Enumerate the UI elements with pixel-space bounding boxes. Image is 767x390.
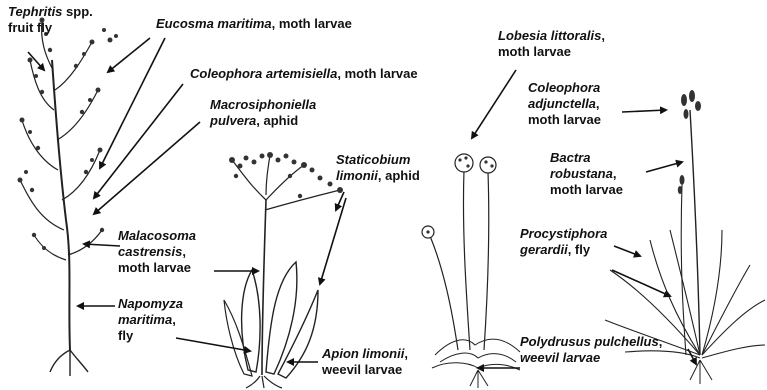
arrow-coleophora-art: [94, 84, 183, 198]
arrow-polydrusus-2: [688, 349, 696, 364]
label-malacosoma: Malacosoma castrensis, moth larvae: [118, 228, 196, 276]
label-apion: Apion limonii, weevil larvae: [322, 346, 408, 378]
label-lobesia: Lobesia littoralis, moth larvae: [498, 28, 605, 60]
arrow-procystiphora-1: [614, 246, 640, 256]
label-napomyza: Napomyza maritima, fly: [118, 296, 183, 344]
arrow-eucosma-1: [108, 38, 150, 72]
label-bactra: Bactra robustana, moth larvae: [550, 150, 623, 198]
label-tephritis: Tephritis spp. fruit fly: [8, 4, 93, 36]
label-eucosma: Eucosma maritima, moth larvae: [156, 16, 352, 32]
label-polydrusus: Polydrusus pulchellus, weevil larvae: [520, 334, 662, 366]
arrow-tephritis: [28, 52, 44, 70]
label-procystiphora: Procystiphora gerardii, fly: [520, 226, 607, 258]
arrow-macrosiphoniella: [94, 122, 200, 214]
arrow-bactra: [646, 162, 682, 172]
label-macrosiphoniella: Macrosiphoniella pulvera, aphid: [210, 97, 316, 129]
label-tephritis-species: Tephritis: [8, 4, 62, 19]
arrow-staticobium-2: [320, 198, 346, 284]
label-coleophora-adjunctella: Coleophora adjunctella, moth larvae: [528, 80, 601, 128]
label-coleophora-artemisiella: Coleophora artemisiella, moth larvae: [190, 66, 418, 82]
arrow-procystiphora-2: [612, 270, 670, 296]
arrow-lobesia: [472, 70, 516, 138]
arrow-coleophora-adj: [622, 110, 666, 112]
arrow-napomyza-2: [176, 338, 250, 351]
label-staticobium: Staticobium limonii, aphid: [336, 152, 420, 184]
arrow-malacosoma-1: [84, 244, 120, 246]
